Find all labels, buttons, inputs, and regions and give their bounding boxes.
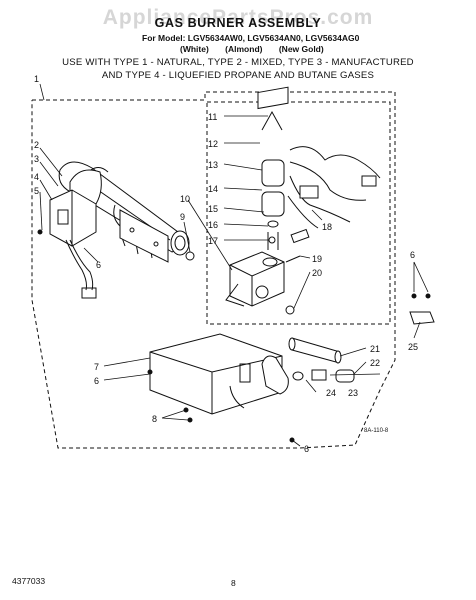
color-variants: (White) (Almond) (New Gold)	[180, 44, 338, 54]
burner-bracket	[119, 209, 169, 263]
gas-types-line-2: AND TYPE 4 - LIQUEFIED PROPANE AND BUTAN…	[101, 70, 375, 81]
color-almond: (Almond)	[225, 44, 263, 54]
callout-12: 12	[208, 139, 218, 149]
callout-18: 18	[322, 222, 332, 232]
gas-inlet-elbow	[261, 355, 289, 395]
callout-6c: 6	[410, 250, 415, 260]
color-new-gold: (New Gold)	[278, 44, 324, 54]
leader-lines	[39, 83, 429, 447]
document-number: 4377033	[12, 576, 46, 586]
wiring-harness	[287, 146, 381, 244]
gas-types-note: USE WITH TYPE 1 - NATURAL, TYPE 2 - MIXE…	[0, 56, 476, 82]
diagram-code: 8A-110-8	[364, 428, 389, 434]
callout-2: 2	[34, 140, 39, 150]
coil-stack	[257, 86, 289, 250]
callout-8: 8	[152, 414, 157, 424]
callout-4: 4	[34, 172, 39, 182]
callout-15: 15	[208, 204, 218, 214]
callout-17: 17	[208, 236, 218, 246]
callout-22: 22	[370, 358, 380, 368]
gas-pipe	[288, 337, 342, 364]
callout-6d: 6	[304, 444, 309, 454]
page-title: GAS BURNER ASSEMBLY	[154, 16, 322, 30]
callout-6b: 6	[94, 376, 99, 386]
callout-6a: 6	[96, 260, 101, 270]
callout-21: 21	[370, 344, 380, 354]
callout-9: 9	[180, 212, 185, 222]
callout-3: 3	[34, 154, 39, 164]
callout-14: 14	[208, 184, 218, 194]
callout-19: 19	[312, 254, 322, 264]
gas-valve	[225, 251, 285, 307]
callouts: 1 2 3 4 5 6 7 6 8 9 10 11 12 13 14 15 16…	[34, 74, 418, 454]
callout-10: 10	[180, 194, 190, 204]
watermark: AppliancePartsPros.com	[102, 6, 374, 29]
callout-24: 24	[326, 388, 336, 398]
page-number: 8	[231, 578, 236, 588]
mounting-bracket	[149, 333, 283, 415]
color-white: (White)	[180, 44, 209, 54]
model-line: For Model: LGV5634AW0, LGV5634AN0, LGV56…	[142, 33, 360, 43]
orifice	[185, 251, 195, 261]
callout-11: 11	[208, 112, 217, 122]
callout-1: 1	[34, 74, 39, 84]
igniter-bracket	[49, 189, 97, 247]
valve-assembly-box	[206, 101, 391, 325]
callout-16: 16	[208, 220, 218, 230]
callout-5: 5	[34, 186, 39, 196]
sensor-nut	[285, 305, 295, 315]
pipe-fittings	[292, 369, 355, 383]
callout-23: 23	[348, 388, 358, 398]
callout-7: 7	[94, 362, 99, 372]
callout-13: 13	[208, 160, 218, 170]
callout-25: 25	[408, 342, 418, 352]
assembly-boundary	[31, 91, 396, 449]
callout-20: 20	[312, 268, 322, 278]
sensor-lead	[285, 255, 301, 263]
igniter-wires	[65, 239, 97, 299]
gas-types-line-1: USE WITH TYPE 1 - NATURAL, TYPE 2 - MIXE…	[62, 57, 414, 68]
clip	[409, 311, 435, 325]
